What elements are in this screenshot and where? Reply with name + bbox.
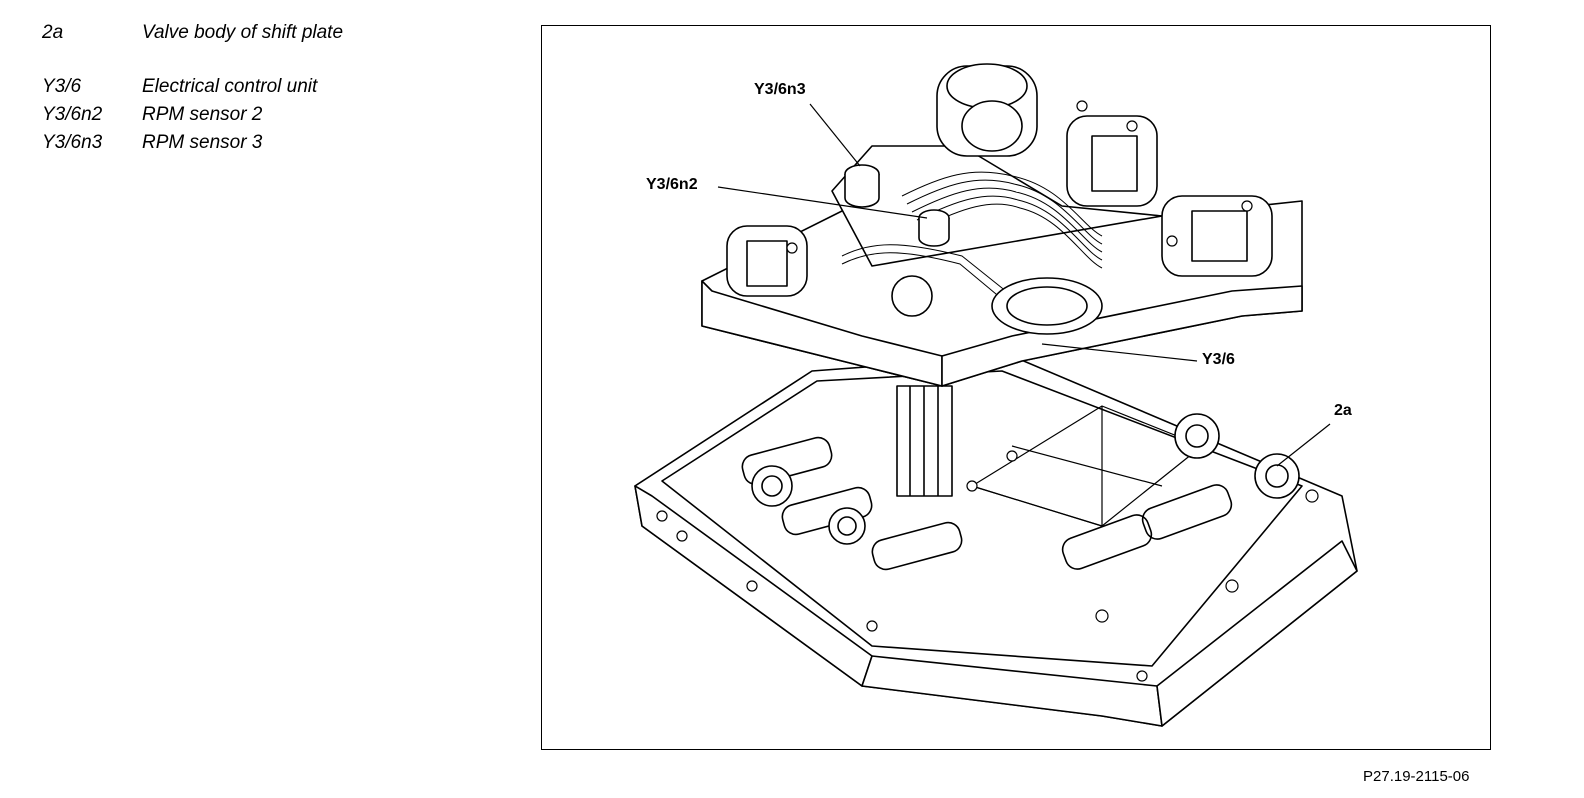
bore-inner bbox=[1185, 424, 1209, 448]
rpm-sensor-2-body bbox=[918, 218, 950, 247]
wiring-ribbon bbox=[906, 179, 1103, 245]
control-unit-recess-inner bbox=[1006, 286, 1088, 326]
solenoid-coil bbox=[1091, 135, 1138, 192]
valve-body-illustration bbox=[634, 63, 1358, 727]
wiring-trace bbox=[841, 244, 1013, 297]
diagram-frame: Y3/6n3 Y3/6n2 Y3/6 2a bbox=[541, 25, 1491, 750]
screw bbox=[866, 620, 878, 632]
wiring-ribbon bbox=[921, 203, 1103, 269]
callout-y3-6n3: Y3/6n3 bbox=[754, 81, 806, 98]
bore-inner bbox=[761, 475, 783, 497]
solenoid-coil bbox=[1191, 210, 1248, 262]
legend-desc: RPM sensor 2 bbox=[142, 104, 263, 125]
screw bbox=[786, 242, 798, 254]
screw bbox=[1305, 489, 1319, 503]
screw bbox=[1241, 200, 1253, 212]
screw bbox=[1095, 609, 1109, 623]
screw bbox=[1006, 450, 1018, 462]
valve-spool bbox=[1061, 514, 1153, 570]
solenoid-coil bbox=[746, 240, 788, 287]
legend-code: Y3/6 bbox=[42, 76, 82, 97]
control-unit-top-plate bbox=[831, 145, 1163, 267]
screw bbox=[676, 530, 688, 542]
legend-desc: Electrical control unit bbox=[142, 76, 318, 97]
wiring-ribbon bbox=[901, 171, 1103, 237]
wiring-trace bbox=[841, 252, 1009, 305]
screw bbox=[1136, 670, 1148, 682]
screw bbox=[1225, 579, 1239, 593]
wiring-ribbon bbox=[916, 195, 1103, 261]
screw bbox=[1166, 235, 1178, 247]
wiring-ribbon bbox=[911, 187, 1103, 253]
screw bbox=[746, 580, 758, 592]
screw bbox=[656, 510, 668, 522]
leader-y3-6n2 bbox=[717, 186, 928, 219]
channel-web bbox=[971, 406, 1163, 527]
legend-desc: Valve body of shift plate bbox=[142, 22, 344, 43]
valve-spool bbox=[1141, 484, 1233, 540]
legend-desc: RPM sensor 3 bbox=[142, 132, 263, 153]
screw bbox=[1126, 120, 1138, 132]
bore-inner bbox=[1265, 464, 1289, 488]
rpm-sensor-3-body bbox=[844, 174, 880, 208]
legend-code: 2a bbox=[42, 22, 64, 43]
bore-inner bbox=[837, 516, 857, 536]
legend-code: Y3/6n3 bbox=[42, 132, 103, 153]
leader-y3-6n3 bbox=[809, 103, 861, 167]
leader-y3-6 bbox=[1041, 343, 1198, 362]
shift-plate-side-edge bbox=[1156, 540, 1358, 727]
control-unit-bore bbox=[891, 275, 933, 317]
screw bbox=[966, 480, 978, 492]
legend-code: Y3/6n2 bbox=[42, 104, 103, 125]
figure-reference: P27.19-2115-06 bbox=[1363, 768, 1470, 785]
valve-spool bbox=[871, 521, 963, 571]
callout-y3-6: Y3/6 bbox=[1202, 351, 1235, 368]
leader-2a bbox=[1276, 423, 1331, 467]
callout-y3-6n2: Y3/6n2 bbox=[646, 176, 698, 193]
plug-connector-face bbox=[961, 100, 1023, 152]
shift-plate-top-outline bbox=[661, 370, 1303, 667]
screw bbox=[1076, 100, 1088, 112]
valve-spool bbox=[741, 436, 833, 486]
callout-2a: 2a bbox=[1334, 402, 1352, 419]
